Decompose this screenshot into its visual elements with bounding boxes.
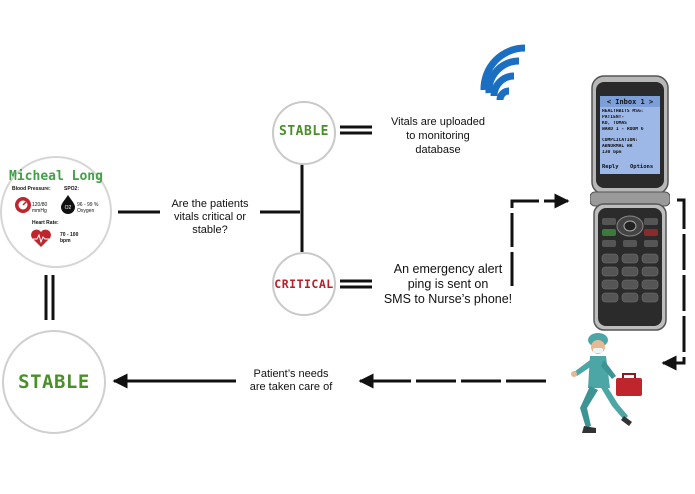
phone-msg-line-3: KO, TOMAS <box>602 121 627 126</box>
phone-msg-line-4: WARD 1 - ROOM 6 <box>602 127 644 132</box>
question-line-2: vitals critical or <box>173 211 247 223</box>
alert-line-3: SMS to Nurse’s phone! <box>383 292 513 306</box>
question-line-1: Are the patients <box>171 198 249 210</box>
spo2-label: SPO2: <box>64 186 80 192</box>
upload-line-3: database <box>415 144 461 156</box>
patient-vitals-card: Micheal Long Blood Pressure: SPO2: 120/8… <box>0 156 112 268</box>
phone-to-nurse-arrow <box>661 198 686 371</box>
patient-name: Micheal Long <box>9 169 103 184</box>
final-stable-label: STABLE <box>18 371 90 393</box>
alert-to-phone-arrow <box>510 193 570 286</box>
hr-value: 70 - 100 <box>60 232 79 238</box>
stable-label: STABLE <box>279 124 329 139</box>
critical-label: CRITICAL <box>274 277 334 291</box>
heart-rate-icon <box>31 229 51 247</box>
upload-line-2: to monitoring <box>406 130 470 142</box>
phone-msg-line-8: 130 bpm <box>602 150 622 155</box>
alert-description: An emergency alert ping is sent on SMS t… <box>368 262 528 307</box>
hr-unit: bpm <box>60 238 71 244</box>
phone-msg-line-7: ABNORMAL HR <box>602 144 633 149</box>
spo2-unit: Oxygen <box>77 208 95 214</box>
upload-description: Vitals are uploaded to monitoring databa… <box>376 115 500 157</box>
alert-line-1: An emergency alert <box>393 262 503 276</box>
phone-reply-softkey: Reply <box>602 164 619 170</box>
blood-pressure-label: Blood Pressure: <box>12 186 51 192</box>
spo2-value: 96 - 99 % <box>77 202 99 208</box>
blood-pressure-icon <box>15 197 31 213</box>
nurse-running-icon <box>571 333 642 433</box>
upload-line-1: Vitals are uploaded <box>391 116 485 128</box>
question-line-3: stable? <box>192 224 228 236</box>
critical-decision-node: CRITICAL <box>272 252 336 316</box>
phone-options-softkey: Options <box>630 164 654 170</box>
alert-line-2: ping is sent on <box>407 277 489 291</box>
oxygen-drop-icon: O2 <box>61 195 75 214</box>
phone-msg-line-2: PATIENT- <box>602 115 625 120</box>
bp-value: 120/80 <box>32 202 48 208</box>
care-line-2: are taken care of <box>249 381 333 393</box>
phone-msg-line-1: HEALTHBITS MSG: <box>602 109 644 114</box>
signal-waves-icon <box>480 44 526 101</box>
phone-inbox-title: < Inbox 1 > <box>606 98 654 106</box>
heart-rate-label: Heart Rate: <box>32 220 59 226</box>
care-description: Patient’s needs are taken care of <box>236 368 346 394</box>
care-line-1: Patient’s needs <box>253 368 329 380</box>
stable-decision-node: STABLE <box>272 101 336 165</box>
decision-question: Are the patients vitals critical or stab… <box>158 198 262 237</box>
bp-unit: mmHg <box>32 208 47 214</box>
svg-text:O2: O2 <box>65 205 72 211</box>
phone-msg-line-6: COMPLICATION: <box>602 138 638 143</box>
final-stable-node: STABLE <box>2 330 106 434</box>
